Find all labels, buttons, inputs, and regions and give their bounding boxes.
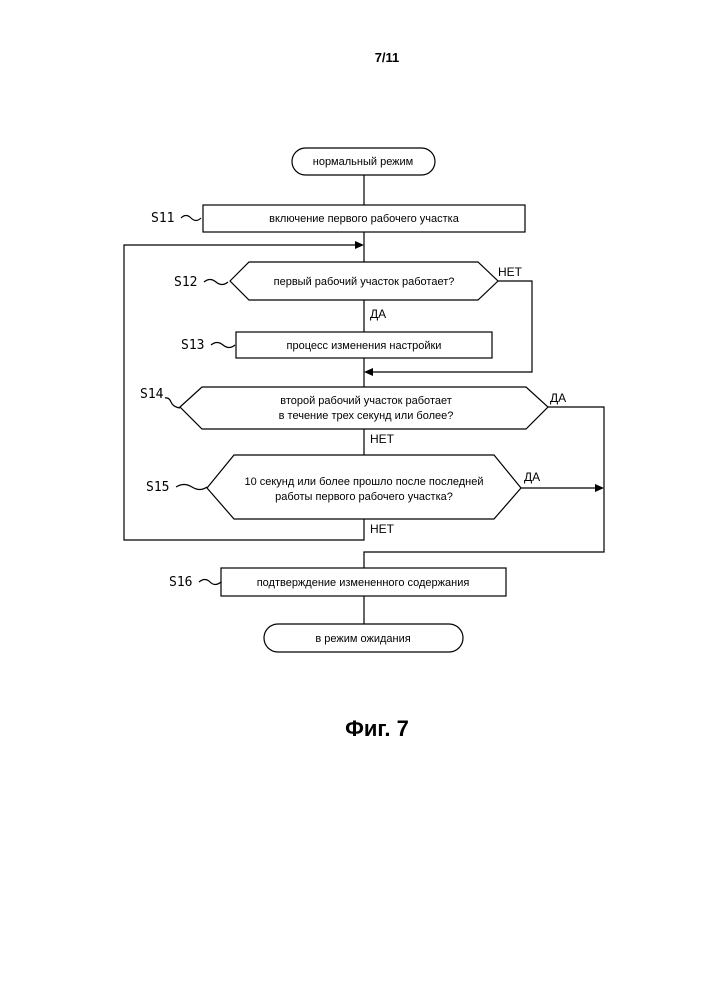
s11-process-text: включение первого рабочего участка (269, 213, 460, 225)
s14-decision-text-line1: второй рабочий участок работает (280, 395, 452, 407)
s14-decision-text-line2: в течение трех секунд или более? (279, 410, 454, 422)
step-label-s15: S15 (146, 480, 169, 495)
branch-label-s14-no: НЕТ (370, 432, 395, 446)
branch-label-s14-yes: ДА (550, 391, 566, 405)
step-label-s16: S16 (169, 575, 192, 590)
leader-s14 (165, 398, 180, 408)
leader-s13 (211, 343, 235, 348)
branch-label-s12-yes: ДА (370, 307, 386, 321)
page-number: 7/11 (375, 50, 400, 65)
leader-s12 (204, 280, 228, 285)
end-terminal-text: в режим ожидания (315, 633, 410, 645)
leader-s11 (181, 216, 201, 221)
branch-label-s15-yes: ДА (524, 470, 540, 484)
leader-s15 (176, 485, 207, 490)
s15-decision-text-line2: работы первого рабочего участка? (275, 491, 453, 503)
step-label-s12: S12 (174, 275, 197, 290)
step-label-s14: S14 (140, 387, 164, 402)
arrow-s15-yes (595, 484, 604, 492)
s16-process-text: подтверждение измененного содержания (257, 577, 470, 589)
s15-decision-text-line1: 10 секунд или более прошло после последн… (244, 476, 483, 488)
branch-label-s12-no: НЕТ (498, 265, 523, 279)
s14-decision (180, 387, 548, 429)
start-terminal-text: нормальный режим (313, 156, 414, 168)
leader-s16 (199, 580, 221, 585)
arrow-s15-no-loop (355, 241, 364, 249)
step-label-s13: S13 (181, 338, 204, 353)
s12-decision-text: первый рабочий участок работает? (274, 276, 455, 288)
step-label-s11: S11 (151, 211, 174, 226)
s13-process-text: процесс изменения настройки (287, 340, 442, 352)
figure-caption: Фиг. 7 (345, 716, 409, 741)
branch-label-s15-no: НЕТ (370, 522, 395, 536)
arrow-s12-no (364, 368, 373, 376)
